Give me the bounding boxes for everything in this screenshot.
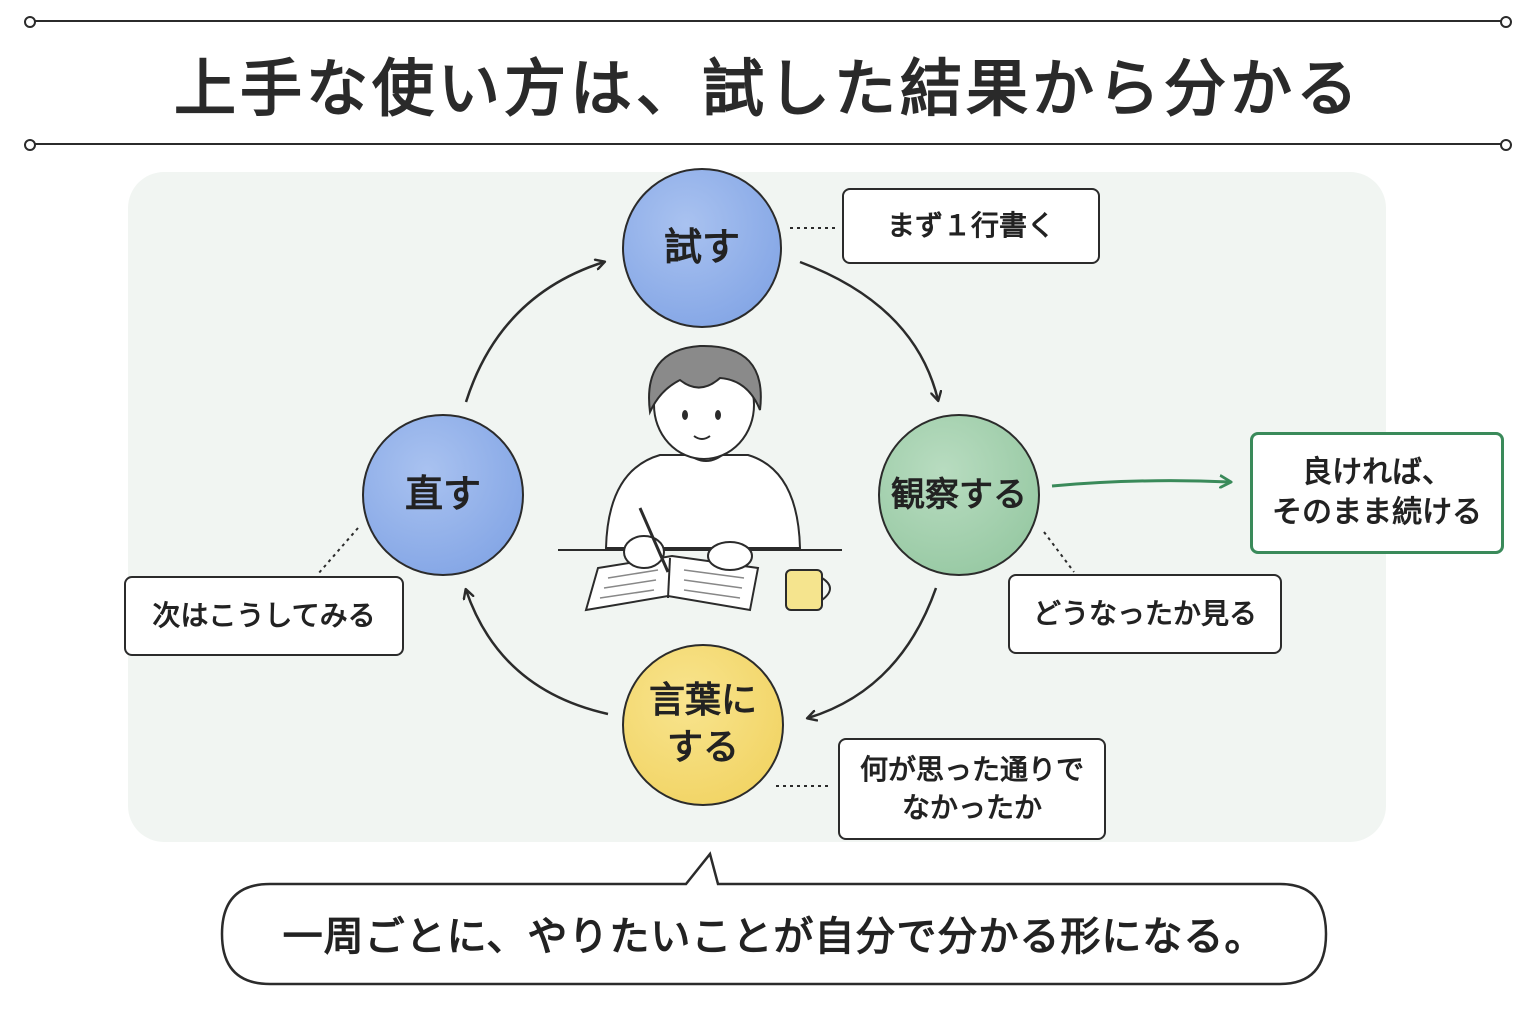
node-try-label: 試す [663, 225, 740, 270]
node-try: 試す [622, 168, 782, 328]
note-try: まず１行書く [842, 188, 1100, 264]
node-verbalize-label: 言葉に する [648, 680, 757, 768]
summary-bubble [220, 851, 1328, 986]
note-fix: 次はこうしてみる [124, 576, 404, 656]
note-verbalize: 何が思った通りで なかったか [838, 738, 1106, 840]
title-bottom-rule [24, 139, 1512, 151]
note-observe: どうなったか見る [1008, 574, 1282, 654]
arrow-fix-to-try [464, 262, 604, 403]
node-verbalize: 言葉に する [622, 644, 784, 806]
node-observe-label: 観察する [891, 474, 1027, 515]
connector-fix-note [317, 527, 359, 575]
connector-observe-note [1043, 531, 1075, 573]
outcome-box: 良ければ、 そのまま続ける [1250, 432, 1504, 554]
node-observe: 観察する [878, 414, 1040, 576]
arrow-try-to-observe [799, 260, 938, 400]
title-top-rule [24, 16, 1512, 28]
person-illustration [558, 344, 842, 612]
summary-text: 一周ごとに、やりたいことが自分で分かる形になる。 [282, 914, 1266, 960]
arrow-observe-to-verbalize [808, 587, 938, 718]
node-fix-label: 直す [404, 472, 481, 517]
node-fix: 直す [362, 414, 524, 576]
arrow-verbalize-to-fix [466, 590, 609, 716]
arrow-observe-to-outcome [1051, 481, 1230, 486]
page-title: 上手な使い方は、試した結果から分かる [173, 52, 1362, 125]
